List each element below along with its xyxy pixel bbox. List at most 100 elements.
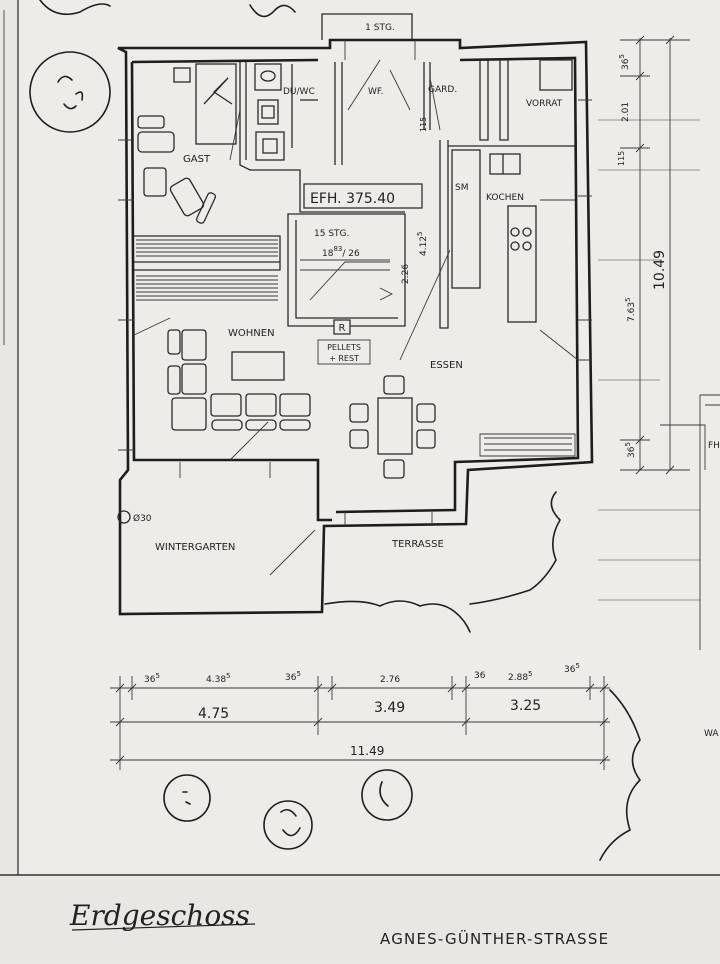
dimension-lines-bottom	[110, 676, 610, 770]
room-label-du-wc: DU/WC	[283, 87, 315, 97]
gast-chair-c	[169, 177, 205, 217]
room-label-terrasse: TERRASSE	[391, 539, 444, 550]
hob-1	[510, 227, 520, 237]
bottom-dim-top-4: 2.76	[380, 675, 400, 685]
couch-back-2	[245, 419, 277, 431]
dim-115-a: 115	[419, 117, 428, 132]
window-bottom-left	[179, 462, 271, 478]
couch-seat-3	[279, 393, 311, 417]
right-dim-36-bottom: 365	[624, 442, 637, 458]
sofa-3	[171, 397, 207, 431]
stair-treads	[300, 259, 394, 301]
furniture-wohnen	[167, 329, 311, 431]
dining-chair-l2	[349, 429, 369, 449]
stair-dim-412: 4.125	[416, 231, 429, 256]
counter-essen	[479, 433, 576, 457]
gast-chair-d	[195, 192, 217, 224]
neighbor-house	[699, 394, 720, 650]
title-underline	[71, 923, 256, 931]
door-wf	[347, 59, 381, 111]
hatched-partitions	[136, 239, 576, 457]
window-top	[344, 40, 416, 60]
right-dim-36-top: 365	[618, 54, 631, 70]
tree-mark-3	[379, 781, 389, 807]
gast-table	[137, 131, 175, 153]
stair-steps-label: 15 STG.	[314, 229, 349, 239]
outer-wall-line	[117, 38, 594, 616]
toilet	[257, 99, 279, 125]
kitchen-counter-left	[451, 149, 481, 289]
hob-3	[510, 241, 520, 251]
armchair-2	[167, 365, 181, 395]
chimney-symbol: R	[339, 323, 346, 334]
wall-gast-bath	[239, 62, 301, 190]
tree-mark-2	[280, 808, 301, 837]
tree-mark-left	[57, 75, 84, 110]
hatch-wohnen	[136, 275, 278, 301]
furniture-kitchen	[451, 59, 573, 323]
wall-kitchen-hall	[439, 140, 449, 329]
bottom-dim-top-7: 365	[564, 662, 580, 675]
bottom-dim-top-2: 4.385	[206, 672, 231, 685]
stair-rise-label: 1883/ 26	[322, 245, 360, 259]
wall-bath-wf	[334, 62, 343, 165]
efh-label: EFH. 375.40	[310, 191, 395, 207]
room-label-essen: ESSEN	[430, 360, 463, 371]
bottom-dim-mid-1: 4.75	[198, 706, 229, 722]
door-wintergarten	[229, 421, 269, 461]
efh-box	[303, 183, 423, 209]
sink	[254, 63, 282, 91]
wall-efh	[299, 190, 405, 213]
dining-chair-r2	[416, 429, 436, 449]
room-label-sm: SM	[455, 183, 468, 193]
couch-back-3	[279, 419, 311, 431]
bathroom-fixtures	[254, 63, 318, 161]
kitchen-counter-right	[507, 205, 537, 323]
wall-gard-vorrat	[479, 60, 489, 141]
sofa-1	[181, 329, 207, 361]
hand-sketch-right	[599, 689, 641, 861]
tree-mark-1	[182, 791, 191, 805]
pellets-box	[317, 339, 371, 365]
shower-drain	[262, 138, 278, 154]
door-essen-right	[539, 329, 579, 361]
door-kitchen	[399, 249, 451, 361]
hatch-gast-1	[136, 239, 278, 257]
room-label-vorrat: VORRAT	[526, 99, 563, 109]
dimension-lines-right	[598, 35, 720, 650]
bottom-dim-top-3: 365	[285, 670, 301, 683]
chimney-box	[333, 319, 351, 335]
door-gast	[229, 109, 241, 161]
bottom-dim-top-1: 365	[144, 672, 160, 685]
coffee-table	[231, 351, 285, 381]
interior-walls	[134, 60, 575, 329]
column-label: Ø30	[133, 513, 152, 524]
right-dim-1049: 10.49	[652, 250, 668, 290]
tree-circle-left	[29, 51, 111, 133]
neighbor-fh-box	[660, 424, 706, 470]
dim-slashes-right	[635, 35, 675, 475]
door-wintergarten-2	[269, 529, 316, 576]
sink-bowl	[260, 70, 276, 82]
stair-well	[287, 213, 406, 327]
window-left	[118, 139, 134, 451]
neighbor-label-fh: FH	[708, 441, 720, 451]
bottom-dim-total: 11.49	[350, 744, 384, 758]
wall-wf-gard	[423, 62, 431, 130]
bed-cover	[203, 77, 233, 105]
pellets-label-1: PELLETS	[327, 343, 361, 352]
stair-line	[309, 261, 390, 301]
room-label-wintergarten: WINTERGARTEN	[155, 542, 235, 553]
furniture-gast	[137, 63, 237, 224]
street-label: AGNES-GÜNTHER-STRASSE	[380, 929, 609, 948]
door-hall	[429, 77, 441, 131]
terrace-edge-sketch	[324, 491, 561, 633]
dim-115-b: 115	[617, 151, 626, 166]
shrub-top-2	[249, 4, 296, 18]
dining-chair-bottom	[383, 459, 405, 479]
kitchen-sink	[489, 153, 521, 175]
window-terrace	[344, 512, 433, 526]
sofa-2	[181, 363, 207, 395]
stair-up-label: 1 STG.	[365, 23, 395, 33]
